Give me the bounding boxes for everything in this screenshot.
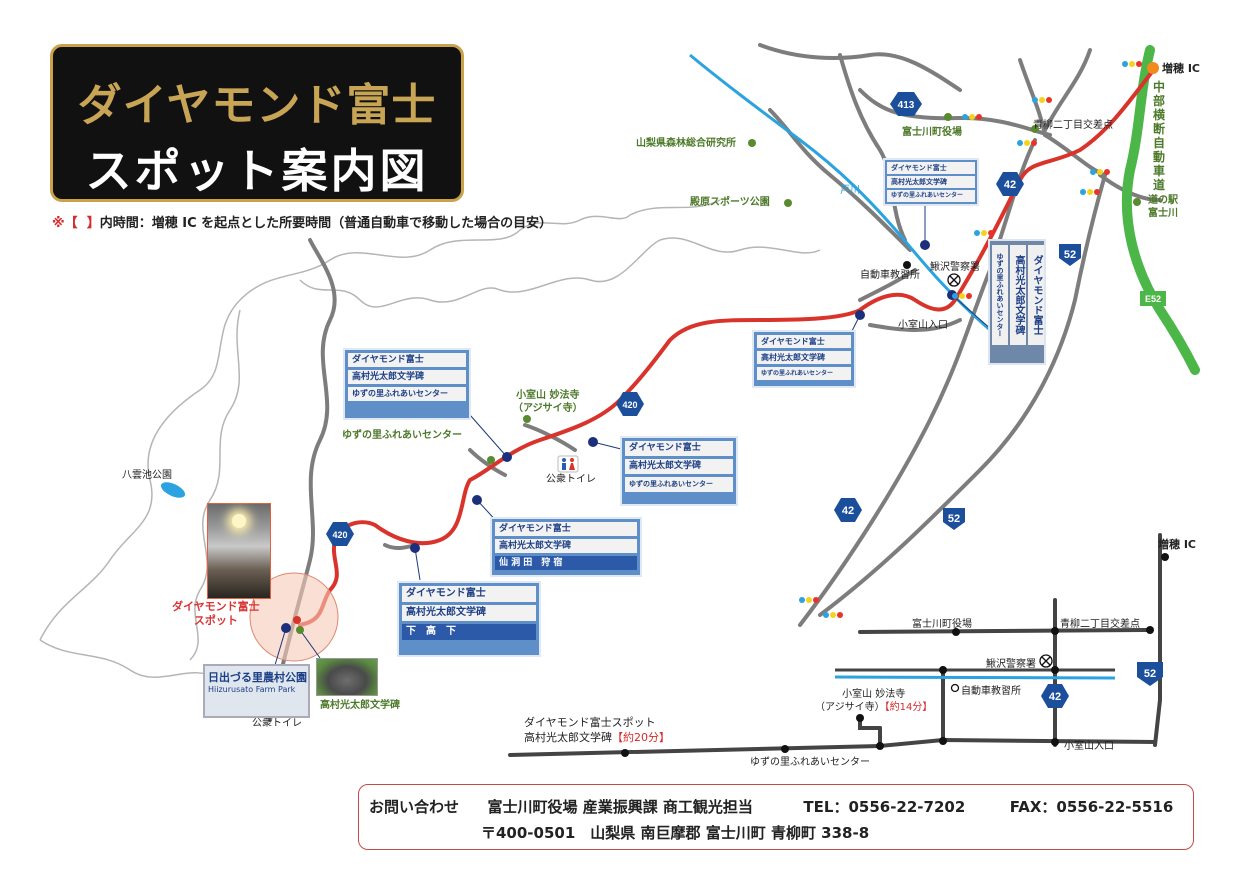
label-public-toilet-2: 公衆トイレ	[252, 718, 302, 729]
legend-spot: ダイヤモンド富士スポット 高村光太郎文学碑【約20分】	[524, 716, 670, 744]
sign-a: ダイヤモンド富士 高村光太郎文学碑 ゆずの里ふれあいセンター	[343, 348, 471, 420]
contact-label: お問い合わせ	[369, 798, 460, 816]
label-forest-institute: 山梨県森林総合研究所	[636, 138, 736, 149]
masuho-ic-marker	[1147, 62, 1159, 74]
chubu-odan-expressway	[1121, 45, 1200, 375]
legend-yuzu-center: ゆずの里ふれあいセンター	[750, 757, 870, 768]
legend-driving-school-label: 自動車教習所	[961, 686, 1021, 697]
svg-text:42: 42	[842, 505, 854, 517]
svg-text:52: 52	[1064, 249, 1076, 261]
label-aoyagi: 青柳二丁目交差点	[1033, 120, 1113, 131]
togawa-river	[689, 53, 991, 332]
svg-text:420: 420	[622, 400, 637, 410]
label-tonohara-park: 殿原スポーツ公園	[690, 197, 770, 208]
sign-connectors	[274, 205, 993, 666]
contact-tel: TEL：0556-22-7202	[803, 798, 966, 816]
label-driving-school: 自動車教習所	[860, 270, 920, 281]
svg-text:52: 52	[948, 513, 960, 525]
legend-route-42: 42	[1041, 684, 1069, 708]
contact-line1: お問い合わせ 富士川町役場 産業振興課 商工観光担当 TEL：0556-22-7…	[369, 796, 1173, 817]
route-42-shield-b: 42	[834, 498, 862, 522]
label-chubu-odan: 中部横断自動車道	[1153, 80, 1166, 192]
sign-vertical: ダイヤモンド富士 高村光太郎文学碑 ゆずの里ふれあいセンター	[988, 239, 1046, 365]
title-panel: ダイヤモンド富士 スポット案内図	[50, 44, 464, 202]
label-masuho-ic: 増穂 IC	[1162, 62, 1200, 75]
route-52-shield-a: 52	[1059, 244, 1081, 266]
yakumo-pond	[160, 482, 186, 498]
title-line2: スポット案内図	[85, 144, 429, 198]
municipal-boundary	[39, 199, 821, 701]
spot-red-marker	[293, 616, 301, 624]
toilet-icon	[557, 455, 579, 473]
sign-f: ダイヤモンド富士 高村光太郎文学碑 ゆずの里ふれあいセンター	[752, 330, 856, 388]
sign-markers	[281, 240, 957, 633]
sign-hidezuru-park: 日出づる里農村公園 Hiizurusato Farm Park	[203, 664, 310, 718]
route-413-text: 413	[898, 100, 915, 111]
legend-map	[508, 533, 1162, 757]
driving-school-marker	[903, 261, 911, 269]
contact-address: 〒400-0501 山梨県 南巨摩郡 富士川町 青柳町 338-8	[481, 824, 870, 842]
legend-route-52: 52	[1137, 662, 1163, 686]
route-420-shield-a: 420	[616, 392, 644, 416]
legend-river	[834, 675, 1116, 680]
svg-text:E52: E52	[1145, 294, 1161, 304]
traffic-lights	[799, 61, 1142, 618]
legend-komuro-entrance: 小室山入口	[1064, 741, 1114, 752]
label-kotaro-monument: 高村光太郎文学碑	[320, 700, 400, 711]
legend-dots	[621, 553, 1169, 757]
svg-text:42: 42	[1049, 691, 1061, 703]
legend-aoyagi: 青柳二丁目交差点	[1060, 619, 1140, 630]
sign-c: ダイヤモンド富士 高村光太郎文学碑 ゆずの里ふれあいセンター	[883, 158, 979, 206]
contact-box: お問い合わせ 富士川町役場 産業振興課 商工観光担当 TEL：0556-22-7…	[358, 784, 1194, 850]
green-place-markers	[296, 113, 1141, 634]
legend-driving-school	[950, 683, 960, 693]
route-52-shield-b: 52	[943, 508, 965, 530]
sun-glow	[232, 514, 246, 528]
contact-fax: FAX：0556-22-5516	[1009, 798, 1174, 816]
police-marker	[947, 273, 961, 287]
label-police: 鰍沢警察署	[930, 262, 980, 273]
svg-text:52: 52	[1144, 668, 1156, 680]
svg-text:42: 42	[1004, 179, 1016, 191]
route-420-shield-b: 420	[326, 522, 354, 546]
sign-b: ダイヤモンド富士 高村光太郎文学碑 ゆずの里ふれあいセンター	[620, 436, 738, 506]
label-diamond-spot: ダイヤモンド富士 スポット	[172, 600, 260, 627]
legend-fujikawa-office: 富士川町役場	[912, 619, 972, 630]
label-yakumo-park: 八雲池公園	[122, 470, 172, 481]
recommended-route	[298, 66, 1157, 627]
diamond-fuji-photo	[207, 503, 271, 599]
legend-temple: 小室山 妙法寺 （アジサイ寺）【約14分】	[815, 689, 933, 713]
legend-police-label: 鰍沢警察署	[986, 659, 1036, 670]
time-note: ※【 】内時間：増穂 IC を起点とした所要時間（普通自動車で移動した場合の目安…	[52, 216, 553, 231]
e52-shield: E52	[1140, 291, 1166, 306]
kotaro-monument-photo	[316, 658, 378, 696]
legend-masuho-ic: 増穂 IC	[1158, 538, 1196, 551]
label-michinoeki: 道の駅 富士川	[1148, 195, 1178, 219]
label-fujikawa-office: 富士川町役場	[902, 127, 962, 138]
sign-e: ダイヤモンド富士 高村光太郎文学碑 下 高 下	[397, 581, 541, 657]
route-42-shield-a: 42	[996, 172, 1024, 196]
title-line1: ダイヤモンド富士	[77, 80, 437, 131]
svg-text:420: 420	[332, 530, 347, 540]
label-yuzu-center: ゆずの里ふれあいセンター	[342, 430, 462, 441]
label-komuro-entrance: 小室山入口	[898, 320, 948, 331]
sign-d: ダイヤモンド富士 高村光太郎文学碑 仙 洞 田 狩 宿	[490, 517, 642, 577]
diamond-fuji-spot-circle	[249, 572, 339, 662]
label-public-toilet: 公衆トイレ	[546, 474, 596, 485]
legend-police	[1039, 654, 1053, 668]
contact-org: 富士川町役場 産業振興課 商工観光担当	[487, 798, 753, 816]
label-komuro-temple: 小室山 妙法寺 （アジサイ寺）	[513, 390, 583, 414]
route-413-shield: 413	[890, 92, 922, 116]
label-togawa: 戸川	[840, 185, 860, 196]
